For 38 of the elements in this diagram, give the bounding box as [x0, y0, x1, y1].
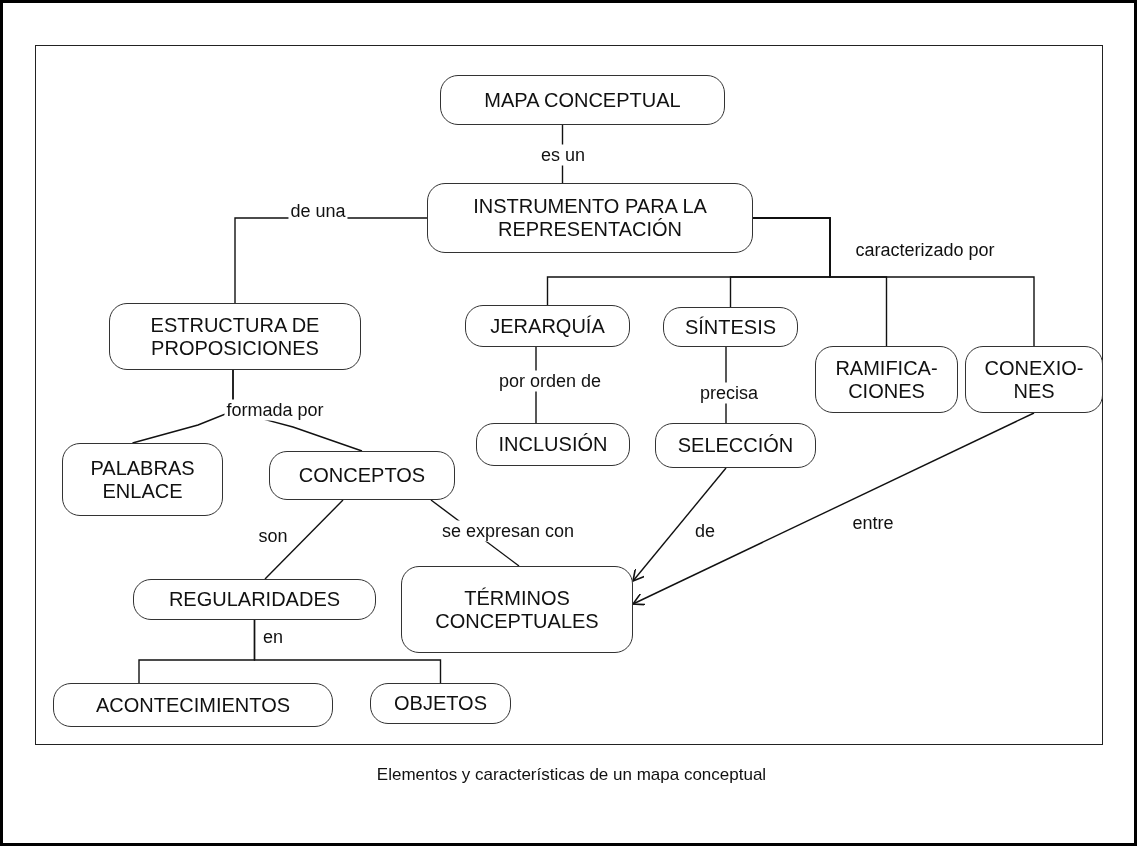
edge-label: es un: [539, 144, 587, 166]
concept-text: SÍNTESIS: [684, 315, 777, 339]
concept-text: JERARQUÍA: [490, 314, 605, 338]
concept-box: [815, 346, 958, 413]
concept-text: OBJETOS: [394, 692, 487, 715]
concept-text: ACONTECIMIENTOS: [95, 693, 291, 717]
connector-line: [253, 619, 442, 684]
concept-text: RAMIFICA- CIONES: [834, 356, 939, 403]
concept-text: INSTRUMENTO PARA LA REPRESENTACIÓN: [472, 195, 708, 241]
concept-box: [465, 305, 630, 347]
edge-label: formada por: [224, 399, 326, 421]
concept-box: [965, 346, 1103, 413]
concept-box: [655, 423, 816, 468]
concept-box: [109, 303, 361, 370]
concept-box: [401, 566, 633, 653]
concept-box: [269, 451, 455, 500]
caption: Elementos y características de un mapa conceptual: [375, 765, 768, 785]
concept-box: [133, 579, 376, 620]
concept-text: REGULARIDADES: [168, 588, 341, 611]
concept-box: [370, 683, 511, 724]
concept-box: [663, 307, 798, 347]
concept-box: [440, 75, 725, 125]
concept-text: CONEXIO- NES: [983, 356, 1085, 403]
arrow: [632, 412, 1035, 606]
concept-box: [53, 683, 333, 727]
concept-text: PALABRAS ENLACE: [89, 456, 196, 503]
edge-label: precisa: [698, 382, 760, 404]
concept-box: [427, 183, 753, 253]
concept-text: TÉRMINOS CONCEPTUALES: [434, 586, 600, 633]
arrow: [632, 467, 727, 582]
concept-box: [62, 443, 223, 516]
concept-text: SELECCIÓN: [677, 434, 794, 457]
concept-text: ESTRUCTURA DE PROPOSICIONES: [149, 313, 321, 360]
concept-text: MAPA CONCEPTUAL: [484, 88, 681, 112]
concept-box: [476, 423, 630, 466]
concept-text: INCLUSIÓN: [498, 433, 608, 456]
connector-line: [264, 499, 344, 580]
concept-text: CONCEPTOS: [298, 464, 426, 487]
